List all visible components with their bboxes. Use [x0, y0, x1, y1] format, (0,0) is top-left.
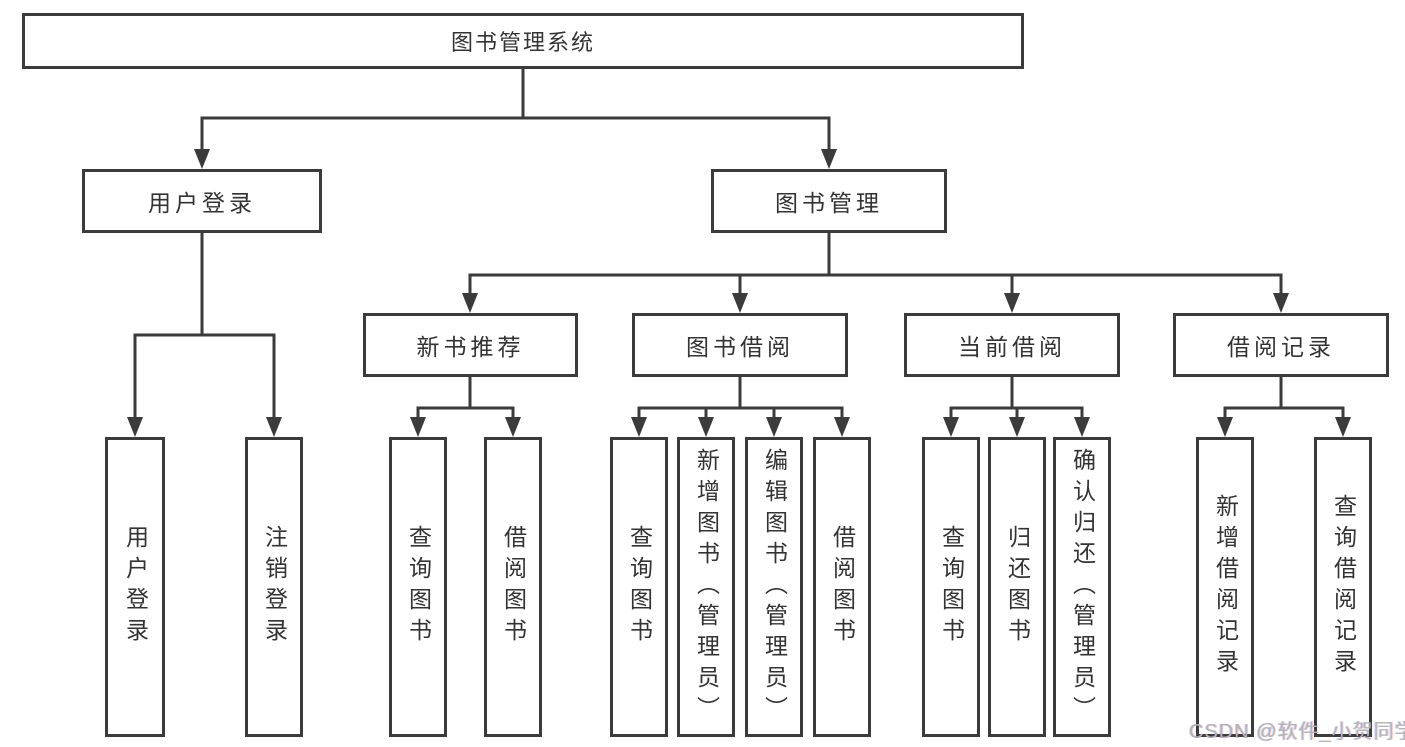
leaf-return-books: 归还图书	[988, 437, 1046, 737]
leaf-add-borrow-record: 新增借阅记录	[1196, 437, 1254, 737]
node-current-borrowing-label: 当前借阅	[958, 334, 1066, 360]
node-borrowing-records-label: 借阅记录	[1227, 334, 1335, 360]
leaf-query-books-current: 查询图书	[922, 437, 980, 737]
csdn-watermark: CSDN @软件_小贺同学	[1189, 721, 1405, 743]
leaf-query-books-recommend: 查询图书	[389, 437, 447, 737]
leaf-query-books-recommend-label: 查询图书	[405, 525, 432, 649]
node-book-management-label: 图书管理	[775, 190, 883, 216]
leaf-edit-books-admin: 编辑图书（管理员）	[745, 437, 803, 737]
node-book-borrowing: 图书借阅	[632, 313, 848, 377]
node-book-borrowing-label: 图书借阅	[686, 334, 794, 360]
leaf-logout-label: 注销登录	[261, 525, 288, 649]
node-book-management: 图书管理	[711, 169, 947, 233]
node-system-root-label: 图书管理系统	[450, 30, 595, 55]
node-borrowing-records: 借阅记录	[1173, 313, 1389, 377]
leaf-confirm-return-admin-label: 确认归还（管理员）	[1069, 447, 1096, 727]
node-user-login-label: 用户登录	[148, 190, 256, 216]
leaf-borrow-books-borrowing-label: 借阅图书	[829, 525, 856, 649]
leaf-user-login-label: 用户登录	[122, 525, 149, 649]
leaf-return-books-label: 归还图书	[1004, 525, 1031, 649]
leaf-add-books-admin-label: 新增图书（管理员）	[693, 447, 720, 727]
leaf-add-borrow-record-label: 新增借阅记录	[1212, 494, 1239, 680]
leaf-logout: 注销登录	[245, 437, 303, 737]
leaf-borrow-books-recommend: 借阅图书	[484, 437, 542, 737]
node-new-book-recommendation-label: 新书推荐	[416, 334, 525, 360]
leaf-query-books-current-label: 查询图书	[938, 525, 965, 649]
leaf-borrow-books-recommend-label: 借阅图书	[500, 525, 527, 649]
node-user-login: 用户登录	[82, 169, 322, 233]
leaf-add-books-admin: 新增图书（管理员）	[677, 437, 735, 737]
leaf-query-borrow-record-label: 查询借阅记录	[1330, 494, 1357, 680]
arrowheads	[127, 149, 1351, 437]
leaf-query-books-borrowing-label: 查询图书	[626, 525, 653, 649]
leaf-query-borrow-record: 查询借阅记录	[1314, 437, 1372, 737]
leaf-borrow-books-borrowing: 借阅图书	[813, 437, 871, 737]
leaf-user-login: 用户登录	[105, 437, 165, 737]
node-new-book-recommendation: 新书推荐	[363, 313, 578, 377]
node-current-borrowing: 当前借阅	[904, 313, 1120, 377]
node-system-root: 图书管理系统	[22, 13, 1024, 69]
leaf-edit-books-admin-label: 编辑图书（管理员）	[761, 447, 788, 727]
leaf-query-books-borrowing: 查询图书	[610, 437, 668, 737]
leaf-confirm-return-admin: 确认归还（管理员）	[1053, 437, 1111, 737]
